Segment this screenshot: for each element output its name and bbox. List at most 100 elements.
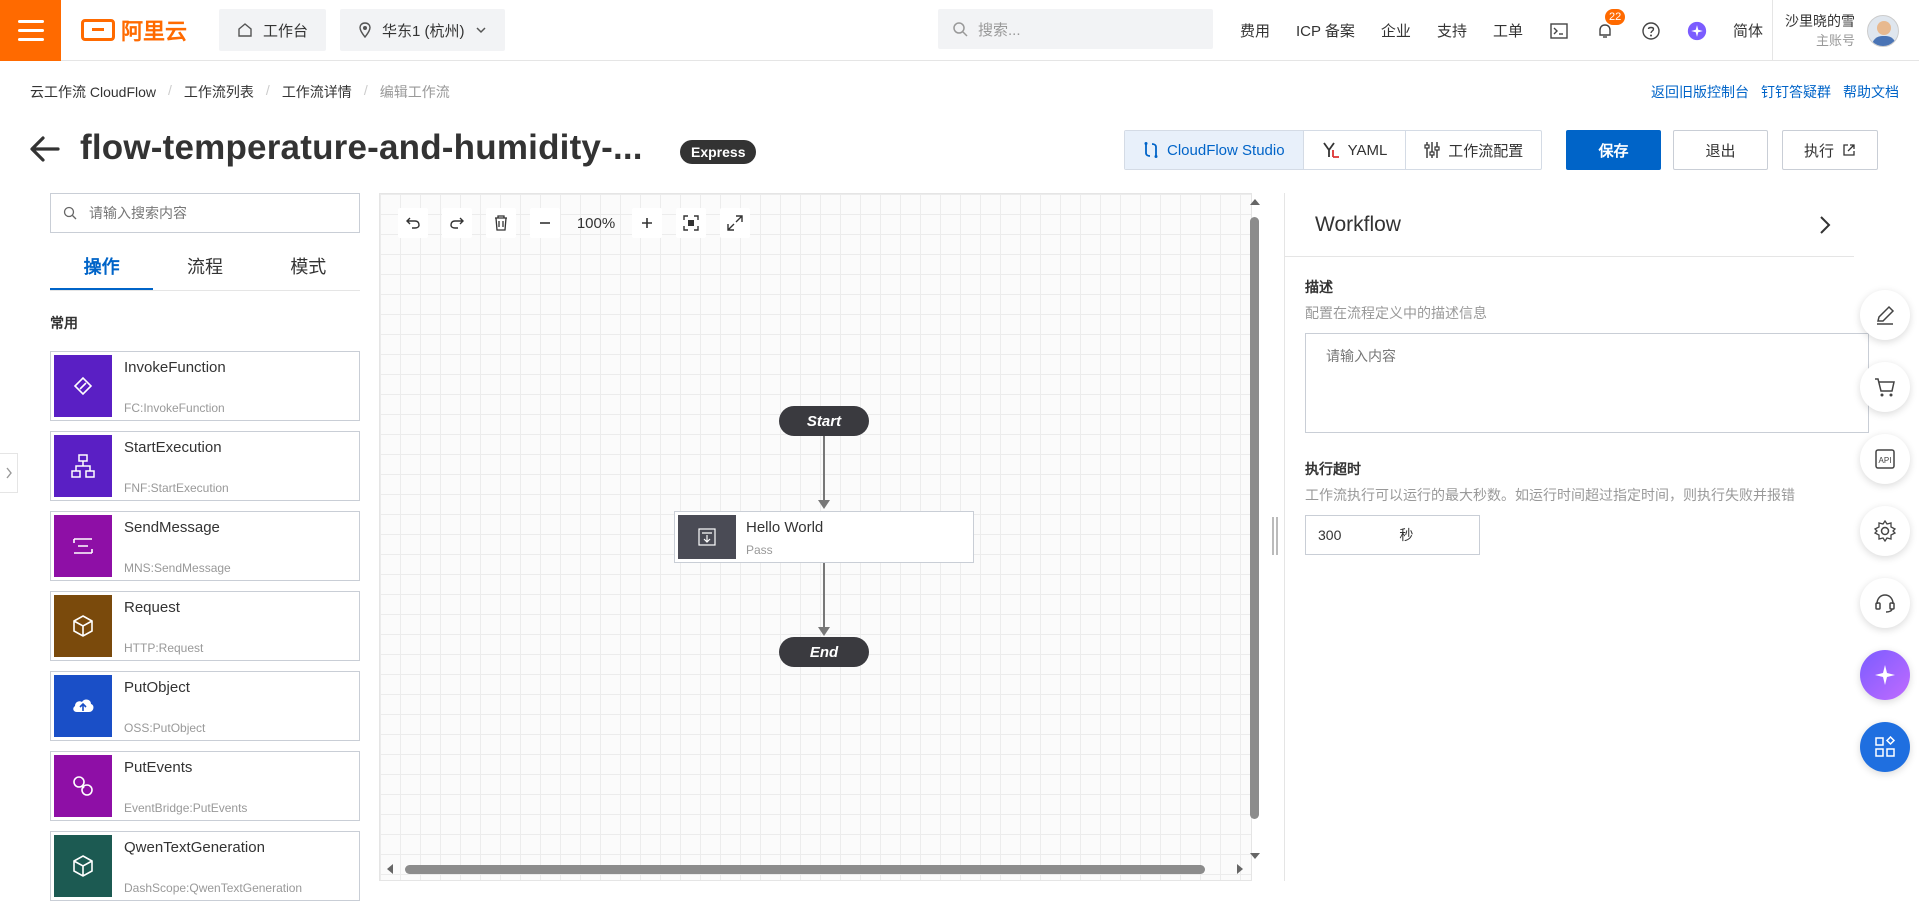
tab-workflow-config[interactable]: 工作流配置 [1406,131,1541,169]
zoom-out-button[interactable] [530,208,560,238]
user-account[interactable]: 沙里晓的雪 主账号 [1772,0,1899,61]
tab-yaml[interactable]: YAML [1304,131,1407,169]
timeout-unit: 秒 [1399,527,1414,543]
canvas-toolbar: 100% [398,208,750,238]
user-text: 沙里晓的雪 主账号 [1785,11,1855,51]
scroll-down-icon[interactable] [1249,851,1261,861]
operation-type: FNF:StartExecution [124,481,229,495]
yaml-icon [1322,142,1339,158]
breadcrumb-item-workflow-list[interactable]: 工作流列表 [183,84,254,100]
operation-search-input[interactable]: 请输入搜索内容 [50,193,360,233]
minus-icon [540,222,550,224]
horizontal-scroll-thumb[interactable] [405,865,1205,874]
cube-icon [54,595,112,657]
collapse-panel-icon[interactable] [1818,215,1832,235]
top-link-billing[interactable]: 费用 [1240,23,1271,40]
end-node[interactable]: End [779,637,869,667]
top-link-icp[interactable]: ICP 备案 [1296,23,1355,40]
start-node[interactable]: Start [779,406,869,436]
workbench-button[interactable]: 工作台 [219,9,327,51]
run-button[interactable]: 执行 [1782,130,1878,170]
settings-button[interactable] [1860,506,1910,556]
tab-operations[interactable]: 操作 [50,251,154,290]
tab-patterns[interactable]: 模式 [290,257,327,277]
timeout-help: 工作流执行可以运行的最大秒数。如运行时间超过指定时间，则执行失败并报错 [1305,487,1795,503]
aliyun-logo[interactable]: 阿里云 [81,14,187,46]
customer-service-button[interactable] [1860,578,1910,628]
canvas-horizontal-scrollbar[interactable] [385,862,1245,876]
tab-flow[interactable]: 流程 [186,257,223,277]
notification-bell-icon[interactable]: 22 [1595,8,1626,41]
plus-icon [642,218,652,228]
description-textarea[interactable]: 请输入内容 [1305,333,1869,433]
region-selector[interactable]: 华东1 (杭州) [340,9,505,51]
scroll-up-icon[interactable] [1249,197,1261,207]
tab-cloudflow-studio[interactable]: CloudFlow Studio [1125,131,1304,169]
terminal-icon[interactable] [1549,21,1569,41]
undo-icon [406,217,420,229]
headset-icon [1875,594,1895,613]
edit-button[interactable] [1860,290,1910,340]
breadcrumb-item-workflow-detail[interactable]: 工作流详情 [281,84,352,100]
vertical-scroll-thumb[interactable] [1250,217,1259,819]
breadcrumb-item-cloudflow[interactable]: 云工作流 CloudFlow [30,84,157,100]
workflow-canvas[interactable]: 100% Start Hello World Pass End [379,193,1252,881]
svg-text:API: API [1879,456,1892,465]
top-link-enterprise[interactable]: 企业 [1380,23,1411,40]
avatar[interactable] [1867,14,1899,47]
expand-sidebar-handle[interactable] [0,453,18,493]
external-link-icon [1843,144,1855,156]
fit-view-button[interactable] [676,208,706,238]
legacy-console-link[interactable]: 返回旧版控制台 [1651,84,1749,100]
chevron-down-icon [476,27,486,34]
delete-button[interactable] [486,208,516,238]
back-arrow-icon[interactable] [28,134,62,164]
api-button[interactable]: API [1860,434,1910,484]
language-switch[interactable]: 简体 [1732,23,1763,40]
top-link-ticket[interactable]: 工单 [1492,23,1523,40]
ai-assistant-icon[interactable] [1687,21,1707,41]
redo-button[interactable] [442,208,472,238]
timeout-input[interactable]: 300 秒 [1305,515,1480,555]
hamburger-menu-button[interactable] [0,0,61,61]
properties-panel-body: 描述 配置在流程定义中的描述信息 请输入内容 执行超时 工作流执行可以运行的最大… [1285,257,1869,575]
operation-type: DashScope:QwenTextGeneration [124,881,303,895]
apps-button[interactable] [1860,722,1910,772]
scroll-left-icon[interactable] [385,863,395,875]
cart-icon [1875,378,1895,397]
task-node-hello-world[interactable]: Hello World Pass [674,511,974,563]
undo-button[interactable] [398,208,428,238]
panel-resize-handle[interactable] [1272,517,1278,555]
top-link-support[interactable]: 支持 [1436,23,1467,40]
help-docs-link[interactable]: 帮助文档 [1843,84,1899,100]
scroll-right-icon[interactable] [1235,863,1245,875]
help-circle-icon[interactable] [1641,21,1661,41]
zoom-level: 100% [576,214,616,232]
canvas-vertical-scrollbar[interactable] [1249,197,1261,861]
global-search-input[interactable]: 搜索... [938,9,1213,49]
cart-button[interactable] [1860,362,1910,412]
events-icon [54,755,112,817]
global-search-placeholder: 搜索... [978,21,1021,39]
redo-icon [450,217,464,229]
description-help: 配置在流程定义中的描述信息 [1305,305,1487,321]
sliders-icon [1424,142,1440,158]
zoom-in-button[interactable] [632,208,662,238]
notification-badge: 22 [1604,8,1626,25]
exit-button[interactable]: 退出 [1673,130,1768,170]
properties-panel-title: Workflow [1315,212,1401,236]
fullscreen-button[interactable] [720,208,750,238]
user-name: 沙里晓的雪 [1785,12,1855,29]
save-button[interactable]: 保存 [1566,130,1661,170]
dingtalk-group-link[interactable]: 钉钉答疑群 [1761,84,1831,100]
ai-assistant-button[interactable] [1860,650,1910,700]
search-icon [63,206,77,220]
